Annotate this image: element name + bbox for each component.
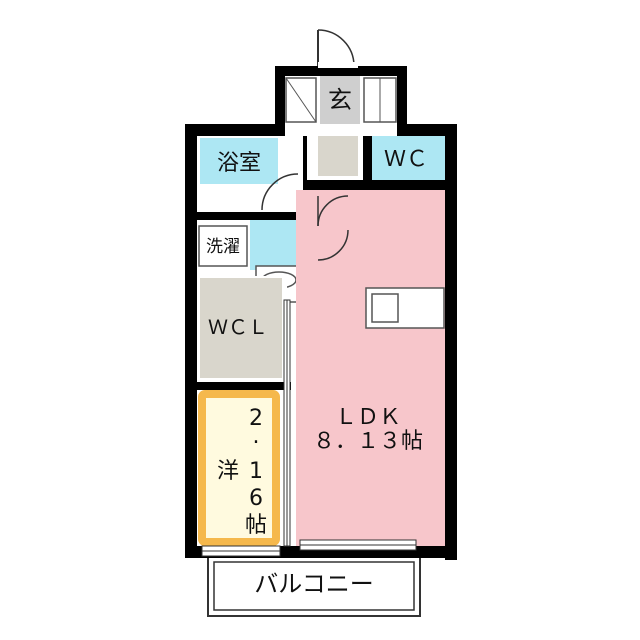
ldk-name: ＬＤＫ (335, 405, 401, 430)
balcony: バルコニー (207, 555, 421, 617)
western-room: 2 . 洋 1 6 帖 (197, 299, 291, 547)
western-char-4: 1 (249, 459, 263, 484)
walk-in-closet: ＷＣＬ (197, 276, 291, 390)
bathroom: 浴室 (197, 136, 307, 220)
western-char-3: 洋 (217, 459, 239, 484)
western-char-2: . (253, 424, 260, 449)
western-char-5: 6 (249, 486, 263, 511)
entry-door-swing (317, 29, 355, 67)
wc-label: ＷＣ (384, 147, 428, 172)
western-char-6: 帖 (245, 513, 267, 538)
genkan-label: 玄 (328, 86, 352, 114)
laundry-label: 洗濯 (206, 237, 240, 257)
ldk-size: ８．１３帖 (313, 429, 423, 454)
laundry-space (198, 225, 248, 267)
wc-room: ＷＣ (363, 136, 445, 180)
shoe-cabinet-left (285, 77, 317, 123)
balcony-label: バルコニー (254, 570, 374, 598)
ldk-room: ＬＤＫ ８．１３帖 (296, 190, 445, 551)
entrance: 玄 (285, 29, 397, 124)
corridor (303, 136, 363, 190)
bath-door-swing (261, 173, 299, 211)
ldk-door-swing-2 (317, 229, 349, 261)
kitchen-sink (371, 293, 399, 323)
bath-label: 浴室 (217, 151, 261, 176)
genkan-floor (320, 76, 360, 124)
wcl-label: ＷＣＬ (208, 315, 268, 339)
western-char-1: 2 (249, 406, 263, 431)
western-room-floor (198, 390, 280, 546)
western-window (201, 545, 281, 557)
